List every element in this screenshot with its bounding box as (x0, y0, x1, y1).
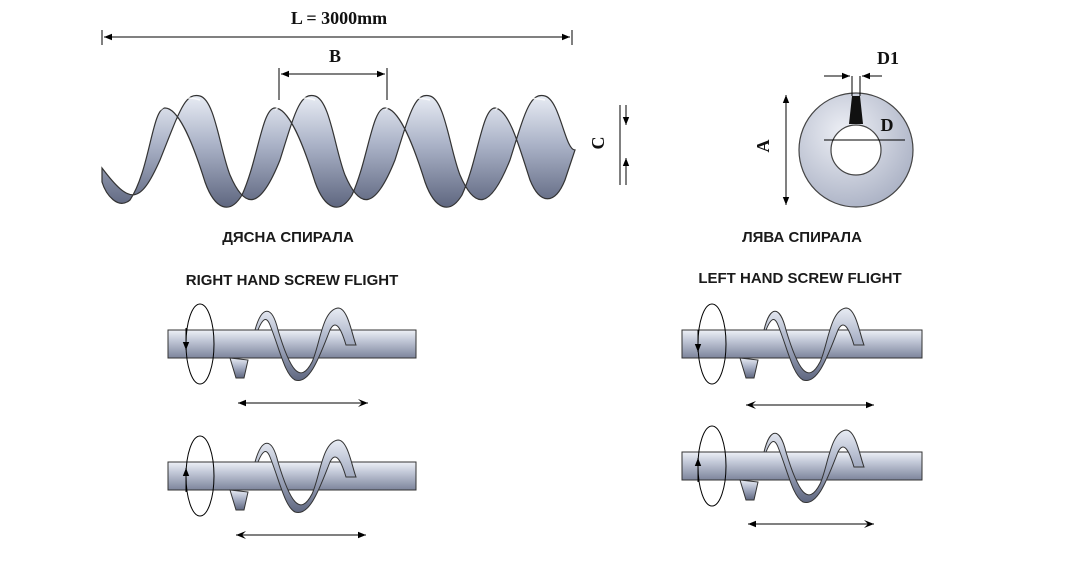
left-hand-bg-caption: ЛЯВА СПИРАЛА (742, 229, 862, 246)
dimension-height: C (588, 105, 630, 185)
dimension-pitch: B (278, 46, 388, 100)
right-hand-screw-2 (167, 435, 417, 539)
right-hand-screw-1 (167, 303, 417, 407)
spiral-side-view (101, 94, 576, 208)
right-hand-en-caption: RIGHT HAND SCREW FLIGHT (186, 272, 398, 289)
left-hand-screw-2 (681, 425, 923, 528)
outer-diameter-label: A (753, 140, 773, 153)
length-label: L = 3000mm (291, 8, 387, 28)
ring-end-view: D1 D A (753, 48, 914, 208)
height-label: C (588, 137, 608, 150)
left-hand-en-caption: LEFT HAND SCREW FLIGHT (698, 270, 901, 287)
inner-diameter-label: D (881, 115, 894, 135)
pitch-label: B (329, 46, 341, 66)
right-hand-bg-caption: ДЯСНА СПИРАЛА (222, 229, 354, 246)
left-hand-screw-1 (681, 303, 923, 409)
flight-thickness-label: D1 (877, 48, 899, 68)
dimension-length: L = 3000mm (101, 8, 573, 45)
